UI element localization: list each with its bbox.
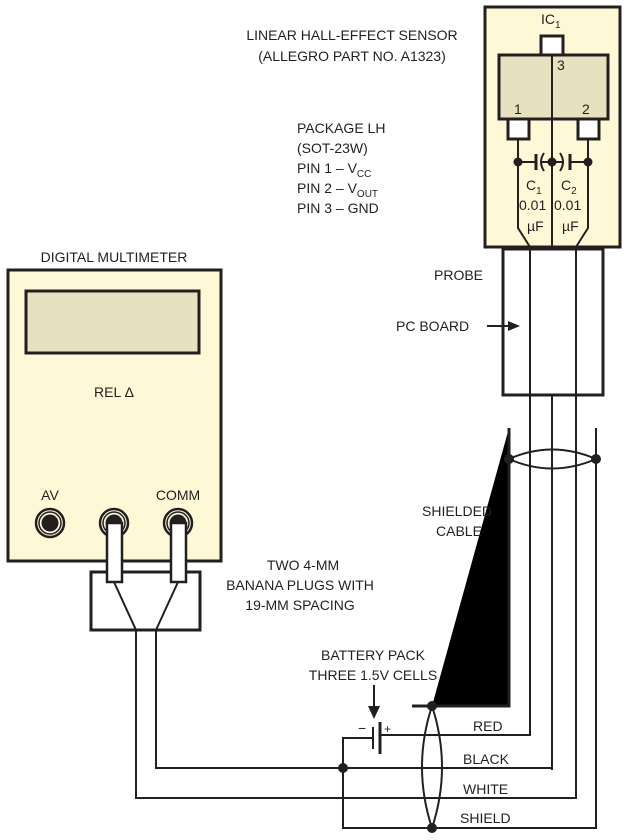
pin1-tab bbox=[506, 117, 531, 141]
banana-plug-pin-right[interactable] bbox=[169, 521, 188, 584]
pin3-tab bbox=[539, 34, 565, 57]
pin1-number: 1 bbox=[514, 101, 522, 117]
sensor-title-line2: (ALLEGRO PART NO. A1323) bbox=[258, 48, 446, 64]
shield-bottom-node-bottom bbox=[427, 823, 437, 833]
shield-bottom-node-top bbox=[427, 701, 437, 711]
c1-node-dot bbox=[513, 157, 523, 167]
plugs-label-line1: TWO 4-MM bbox=[267, 557, 339, 573]
shield-right-wire bbox=[342, 428, 597, 829]
ic-label: IC1 bbox=[541, 11, 561, 31]
package-pin1: PIN 1 – VCC bbox=[297, 160, 371, 180]
plugs-label-line2: BANANA PLUGS WITH bbox=[226, 577, 374, 593]
multimeter-display bbox=[24, 289, 201, 355]
wire-label-red: RED bbox=[473, 718, 503, 734]
red-wire bbox=[432, 247, 531, 736]
wire-label-shield: SHIELD bbox=[460, 810, 511, 826]
battery-label-line1: BATTERY PACK bbox=[321, 647, 426, 663]
black-wire-segment bbox=[343, 395, 553, 769]
pin2-tab bbox=[576, 117, 601, 141]
banana-plug-pin-left[interactable] bbox=[105, 521, 124, 584]
cable-label-line1: SHIELDED bbox=[422, 503, 492, 519]
jack-av[interactable] bbox=[34, 507, 66, 539]
center-node-dot bbox=[547, 157, 557, 167]
package-line2: (SOT-23W) bbox=[297, 140, 368, 156]
package-line1: PACKAGE LH bbox=[297, 120, 385, 136]
pc-board-label: PC BOARD bbox=[396, 318, 469, 334]
battery-minus-sign: − bbox=[358, 720, 366, 736]
plug-right-lead bbox=[155, 581, 179, 631]
pin2-trace bbox=[575, 139, 589, 248]
c2-plate-curved bbox=[559, 152, 564, 172]
package-pin3: PIN 3 – GND bbox=[297, 200, 379, 216]
probe-label: PROBE bbox=[434, 267, 483, 283]
pin3-number: 3 bbox=[557, 57, 565, 73]
pc-board-arrow-head bbox=[508, 321, 520, 331]
battery-label-line2: THREE 1.5V CELLS bbox=[309, 667, 437, 683]
cable-label-line2: CABLE bbox=[436, 523, 482, 539]
sensor-title-line1: LINEAR HALL-EFFECT SENSOR bbox=[246, 27, 457, 43]
multimeter-title: DIGITAL MULTIMETER bbox=[41, 249, 188, 265]
jack-av-label: AV bbox=[41, 487, 59, 503]
c2-value: 0.01 bbox=[554, 197, 581, 213]
c2-label: C2 bbox=[561, 177, 577, 197]
c1-label: C1 bbox=[526, 177, 542, 197]
wire-label-black: BLACK bbox=[463, 751, 510, 767]
rel-delta-label[interactable]: REL Δ bbox=[94, 384, 134, 400]
battery-arrow-head bbox=[368, 706, 380, 719]
c2-node-dot bbox=[583, 157, 593, 167]
probe-pc-board bbox=[501, 247, 605, 397]
c1-value: 0.01 bbox=[519, 197, 546, 213]
shield-node-right bbox=[591, 454, 601, 464]
battery-plus-sign: + bbox=[384, 722, 391, 736]
plugs-label-line3: 19-MM SPACING bbox=[245, 597, 354, 613]
battery-negative-lead bbox=[342, 737, 373, 768]
pin1-trace bbox=[517, 139, 531, 248]
shield-node-left bbox=[504, 454, 514, 464]
wire-label-white: WHITE bbox=[463, 781, 508, 797]
shield-left-wire bbox=[432, 428, 511, 708]
package-pin2: PIN 2 – VOUT bbox=[297, 180, 378, 200]
jack-comm-label: COMM bbox=[156, 487, 200, 503]
plug-black-wire bbox=[155, 630, 343, 769]
c1-unit: µF bbox=[527, 218, 544, 234]
plug-left-lead bbox=[113, 581, 137, 631]
pin2-number: 2 bbox=[582, 101, 590, 117]
c2-unit: µF bbox=[562, 218, 579, 234]
